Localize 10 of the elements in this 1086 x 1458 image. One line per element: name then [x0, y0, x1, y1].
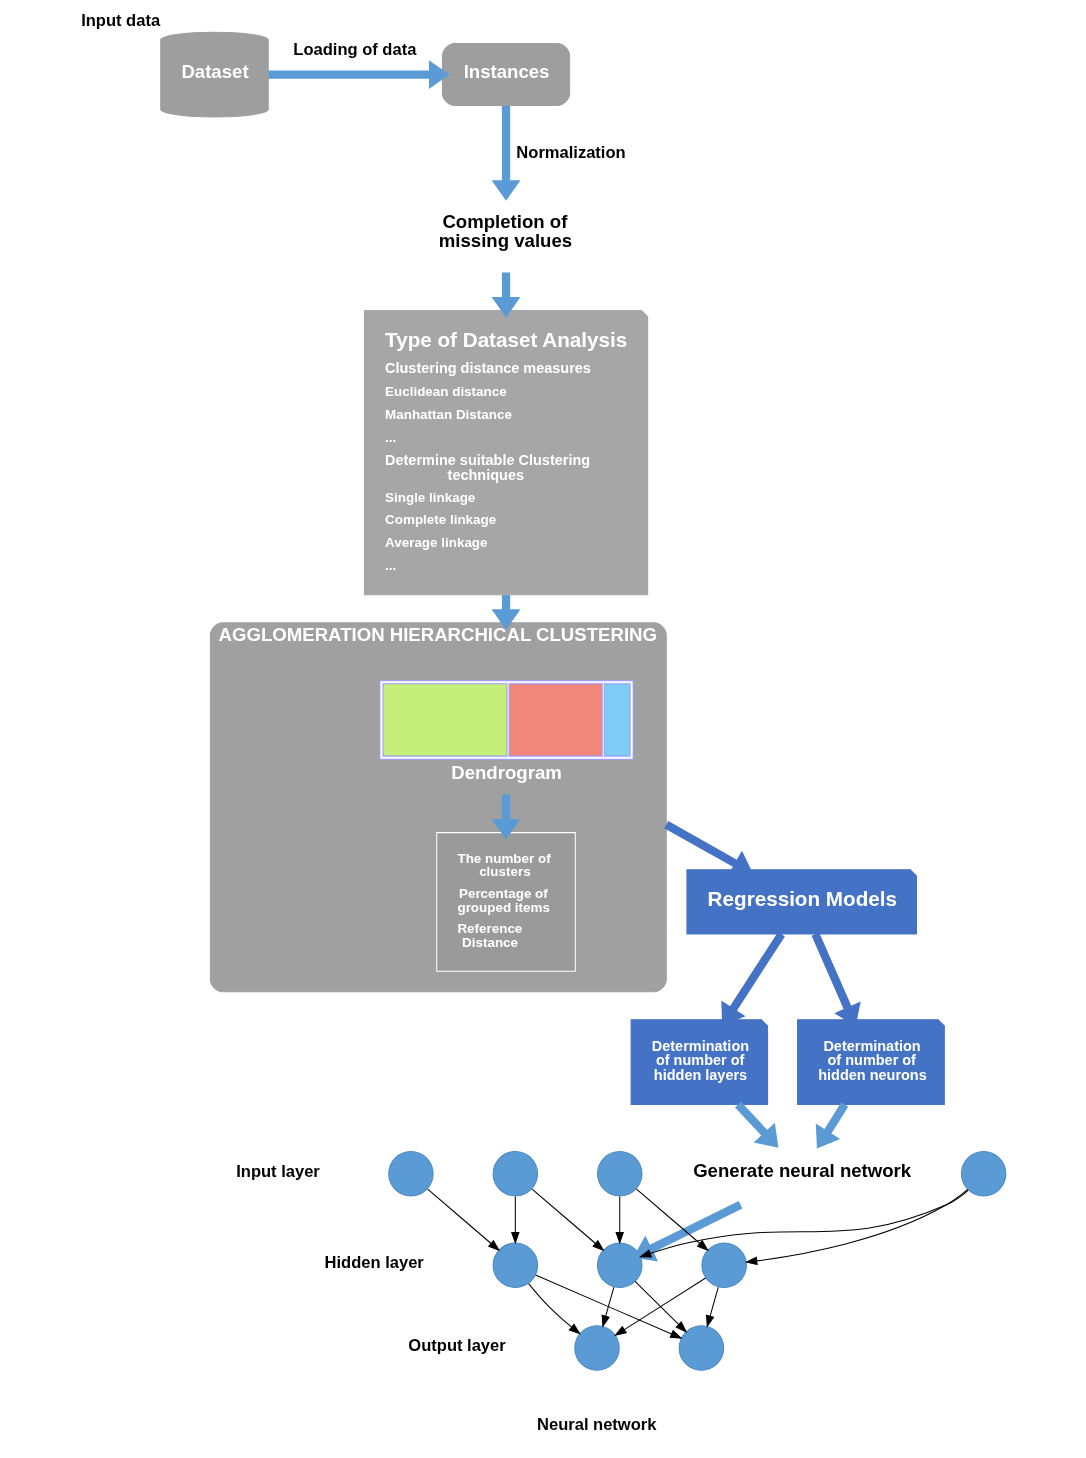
edge-label: Loading of data: [292, 39, 416, 59]
node-label: Dendrogram: [450, 761, 562, 783]
label: Output layer: [407, 1335, 506, 1355]
node-label: Input data: [80, 10, 160, 30]
label: Neural network: [536, 1414, 656, 1434]
node-text: Generate neural network: [692, 1159, 911, 1181]
edge-label: Normalization: [515, 142, 626, 162]
label: Input layer: [235, 1161, 320, 1181]
label: Hidden layer: [324, 1252, 424, 1272]
node-text: Completion of missing values: [438, 210, 572, 251]
